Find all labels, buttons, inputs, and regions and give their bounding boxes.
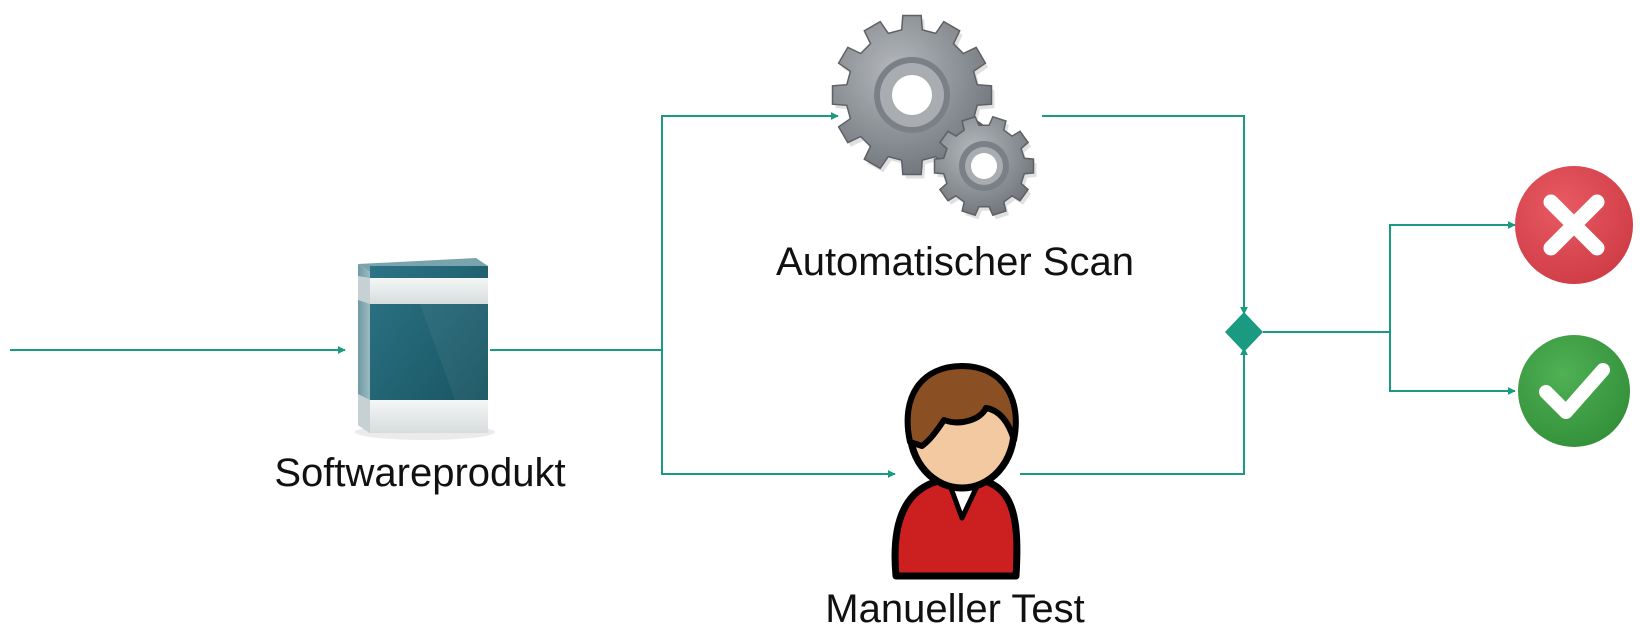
cross-icon xyxy=(1515,166,1633,284)
software-box-icon xyxy=(355,258,495,440)
connector-scan-to-merge xyxy=(1042,115,1248,315)
connectors xyxy=(10,112,1516,478)
connector-merge-to-fail xyxy=(1389,221,1516,332)
gear-small-icon xyxy=(933,115,1037,220)
connector-split-to-manual xyxy=(661,350,896,478)
gears-icon xyxy=(831,14,1037,220)
connector-manual-to-merge xyxy=(1020,347,1248,475)
person-icon xyxy=(891,363,1021,580)
connector-merge-to-pass xyxy=(1389,332,1516,395)
connector-split-to-scan xyxy=(661,112,839,350)
label-software-product: Softwareprodukt xyxy=(274,451,565,495)
label-automatic-scan: Automatischer Scan xyxy=(776,240,1134,284)
check-icon xyxy=(1518,335,1630,447)
diamond-gateway-icon xyxy=(1225,312,1263,352)
label-manual-test: Manueller Test xyxy=(825,587,1084,631)
